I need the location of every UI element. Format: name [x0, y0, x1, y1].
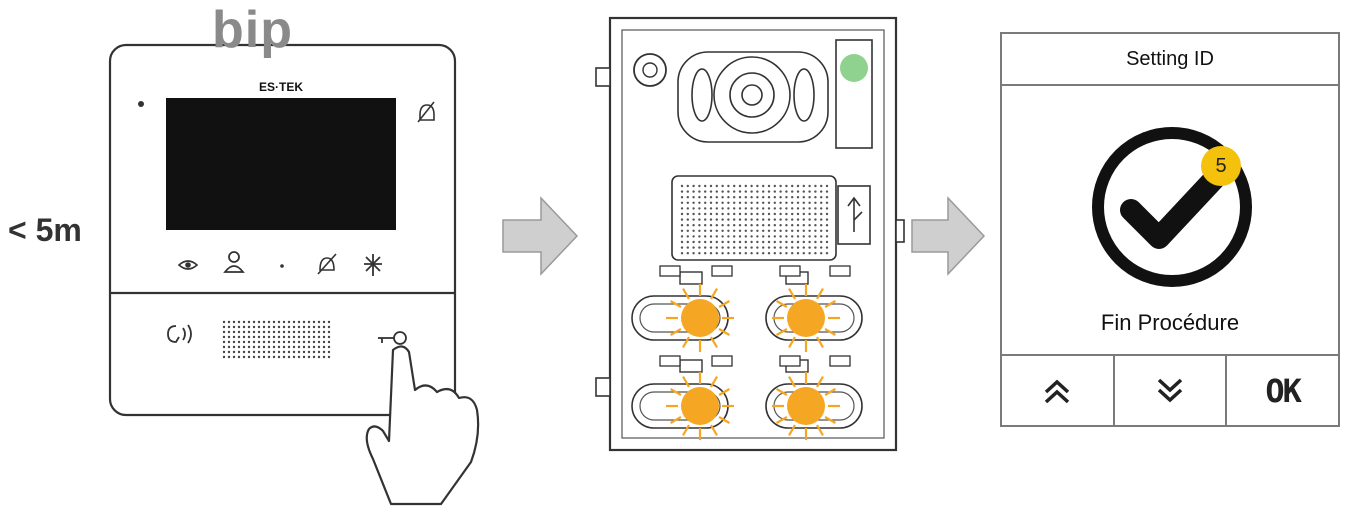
usb-icon: [847, 196, 863, 232]
setting-id-screen: Setting ID 5 Fin Procédure OK: [1000, 32, 1340, 427]
screen-title: Setting ID: [1002, 34, 1338, 86]
double-chevron-down-icon: [1157, 378, 1183, 402]
pointing-hand-icon: [365, 345, 480, 506]
door-speaker: [671, 175, 837, 261]
monitor: ES·TEK: [108, 43, 480, 506]
ok-button[interactable]: OK: [1225, 356, 1338, 425]
talk-icon: [167, 324, 192, 344]
led-orange: [666, 284, 734, 352]
down-button[interactable]: [1112, 356, 1226, 425]
ok-label: OK: [1265, 371, 1302, 410]
status-led: [138, 101, 144, 107]
status-message: Fin Procédure: [1100, 310, 1240, 335]
led-orange: [772, 284, 840, 352]
up-button[interactable]: [1002, 356, 1113, 425]
mute-icon: [417, 101, 435, 123]
door-station: [595, 16, 905, 452]
camera: [677, 51, 829, 143]
led-orange: [666, 372, 734, 440]
arrow-right-icon: [502, 196, 579, 276]
double-chevron-up-icon: [1045, 379, 1070, 403]
user-icon: [223, 251, 245, 273]
screen-button-bar: OK: [1002, 354, 1338, 425]
distance-label: < 5m: [8, 212, 82, 248]
dot-icon: [280, 264, 284, 268]
arrow-right-icon: [911, 196, 986, 276]
brand-logo: ES·TEK: [259, 80, 303, 94]
sound-label: bip: [212, 1, 293, 59]
status-led-green: [840, 54, 868, 82]
monitor-screen: [166, 98, 396, 230]
count-badge: 5: [1201, 146, 1241, 186]
speaker-grill: [222, 320, 331, 359]
eye-icon: [177, 260, 199, 270]
led-orange: [772, 372, 840, 440]
key-icon: [378, 331, 407, 345]
bell-mute-icon: [317, 253, 337, 275]
menu-star-icon: [364, 254, 382, 276]
